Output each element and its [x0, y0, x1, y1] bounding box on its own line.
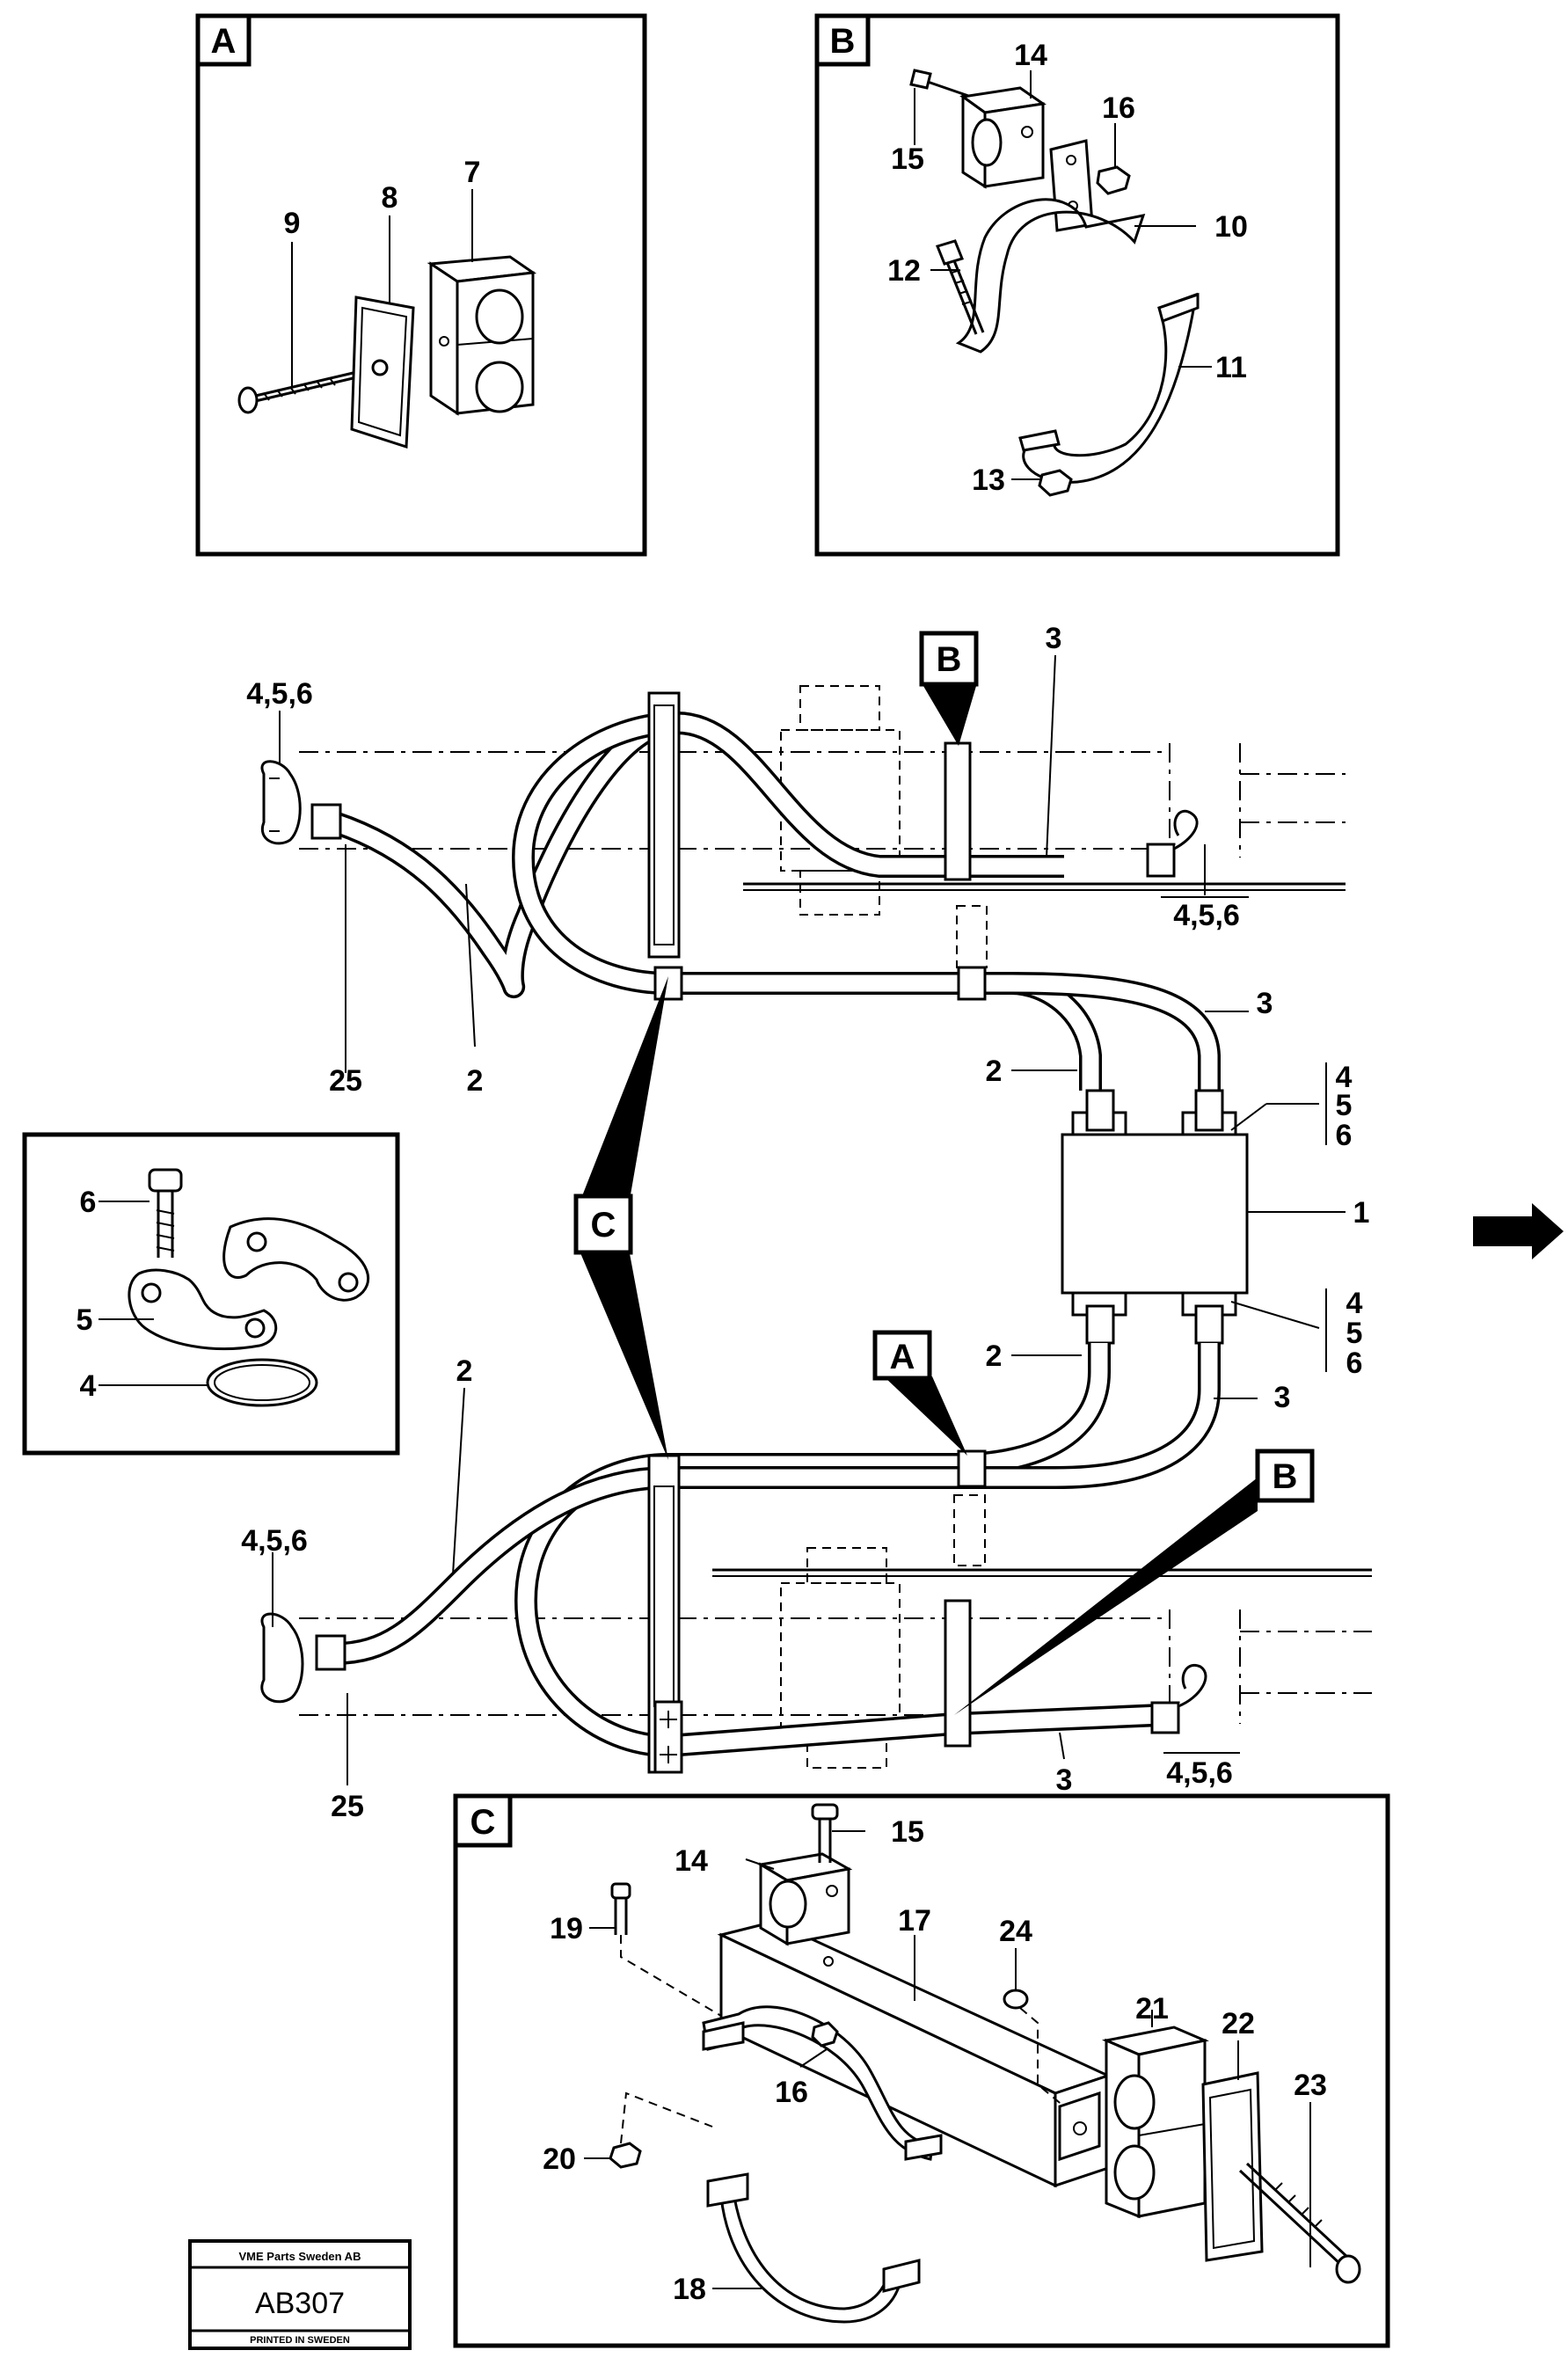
- svg-text:A: A: [890, 1338, 915, 1376]
- main-hose-routing: B C A B: [241, 622, 1564, 1823]
- nut-13: [1038, 469, 1073, 497]
- label-16: 16: [1102, 91, 1135, 125]
- label-21: 21: [1135, 1992, 1169, 2026]
- label-20: 20: [543, 2142, 576, 2176]
- nut-16: [1096, 165, 1131, 195]
- stack-bottom-4: 4: [1346, 1287, 1363, 1320]
- right-arrow-icon: [1473, 1203, 1564, 1259]
- label-19: 19: [550, 1912, 583, 1945]
- callout-a: A: [872, 1330, 967, 1456]
- label-6: 6: [80, 1186, 97, 1219]
- callout-b-bottom: B: [954, 1449, 1315, 1715]
- bolt-9: [237, 369, 361, 414]
- callout-c: C: [573, 976, 668, 1460]
- item-1-valve: 1: [1353, 1196, 1370, 1230]
- strap-10: [955, 198, 1146, 354]
- label-23: 23: [1294, 2069, 1327, 2102]
- label-14-c: 14: [675, 1844, 708, 1878]
- clamp-block-21: [1101, 2026, 1209, 2219]
- clamp-block-14: [959, 86, 1047, 189]
- ref-bottom-right: 4,5,6: [1166, 1756, 1233, 1790]
- valve-block-1: [1061, 1089, 1249, 1345]
- o-ring-4: [206, 1358, 318, 1407]
- detail-box-b-letter: B: [830, 22, 856, 61]
- stamp-company: VME Parts Sweden AB: [239, 2250, 361, 2263]
- label-4: 4: [80, 1369, 97, 1403]
- label-7: 7: [464, 156, 481, 189]
- label-14: 14: [1014, 39, 1047, 72]
- pipe-3-mid-top: 3: [1257, 987, 1273, 1020]
- label-13: 13: [972, 464, 1005, 497]
- clamp-block-14-c: [756, 1852, 853, 1946]
- stack-top-4: 4: [1336, 1061, 1353, 1094]
- pipe-2-mid-top: 2: [986, 1055, 1003, 1088]
- callout-b-top: B: [919, 631, 979, 746]
- label-9: 9: [284, 207, 301, 240]
- label-5: 5: [77, 1303, 93, 1337]
- flange-detail-box: 6 5 4: [22, 1132, 400, 1456]
- label-24: 24: [999, 1915, 1032, 1948]
- detail-box-b: B: [814, 13, 1340, 557]
- pipe-3-bottom: 3: [1056, 1763, 1073, 1797]
- label-11: 11: [1215, 351, 1247, 384]
- detail-box-c-letter: C: [470, 1803, 496, 1842]
- svg-text:B: B: [1273, 1457, 1298, 1496]
- ref-top-left: 4,5,6: [246, 677, 313, 711]
- detail-box-a: A 9 8 7: [195, 13, 647, 557]
- pipe-3-top: 3: [1046, 622, 1062, 655]
- stack-top-6: 6: [1336, 1119, 1353, 1152]
- pipe-2-top-left: 2: [467, 1064, 484, 1098]
- label-22: 22: [1222, 2007, 1255, 2040]
- ref-bottom-left: 4,5,6: [241, 1524, 308, 1558]
- stack-bottom-5: 5: [1346, 1317, 1363, 1350]
- label-16-c: 16: [775, 2076, 808, 2109]
- stack-bottom-6: 6: [1346, 1347, 1363, 1380]
- pipe-2-mid-bottom: 2: [986, 1339, 1003, 1373]
- stamp-code: AB307: [255, 2287, 345, 2320]
- svg-text:B: B: [937, 640, 962, 679]
- pipe-2-bottom-left: 2: [456, 1354, 473, 1388]
- detail-box-c: C: [453, 1793, 1390, 2348]
- label-12: 12: [887, 254, 921, 288]
- item-25-top: 25: [329, 1064, 362, 1098]
- label-10: 10: [1214, 210, 1248, 244]
- clamp-block-7: [427, 255, 537, 416]
- stamp-printed: PRINTED IN SWEDEN: [250, 2335, 350, 2346]
- cover-plate-22: [1201, 2071, 1264, 2262]
- item-25-bottom: 25: [331, 1790, 364, 1823]
- publisher-stamp: VME Parts Sweden AB AB307 PRINTED IN SWE…: [188, 2239, 412, 2350]
- label-8: 8: [382, 181, 398, 215]
- label-15: 15: [891, 142, 924, 176]
- label-15-c: 15: [891, 1815, 924, 1849]
- label-18: 18: [673, 2273, 706, 2306]
- support-beam-17: [717, 1920, 1112, 2188]
- pipe-3-mid-bottom: 3: [1274, 1381, 1291, 1414]
- flange-half-5: [128, 1268, 278, 1351]
- label-17: 17: [898, 1904, 931, 1938]
- svg-text:C: C: [591, 1206, 616, 1245]
- detail-box-a-letter: A: [211, 22, 237, 61]
- stack-top-5: 5: [1336, 1089, 1353, 1122]
- ref-top-right: 4,5,6: [1173, 899, 1240, 932]
- cylinder-top-outline: [299, 685, 1346, 916]
